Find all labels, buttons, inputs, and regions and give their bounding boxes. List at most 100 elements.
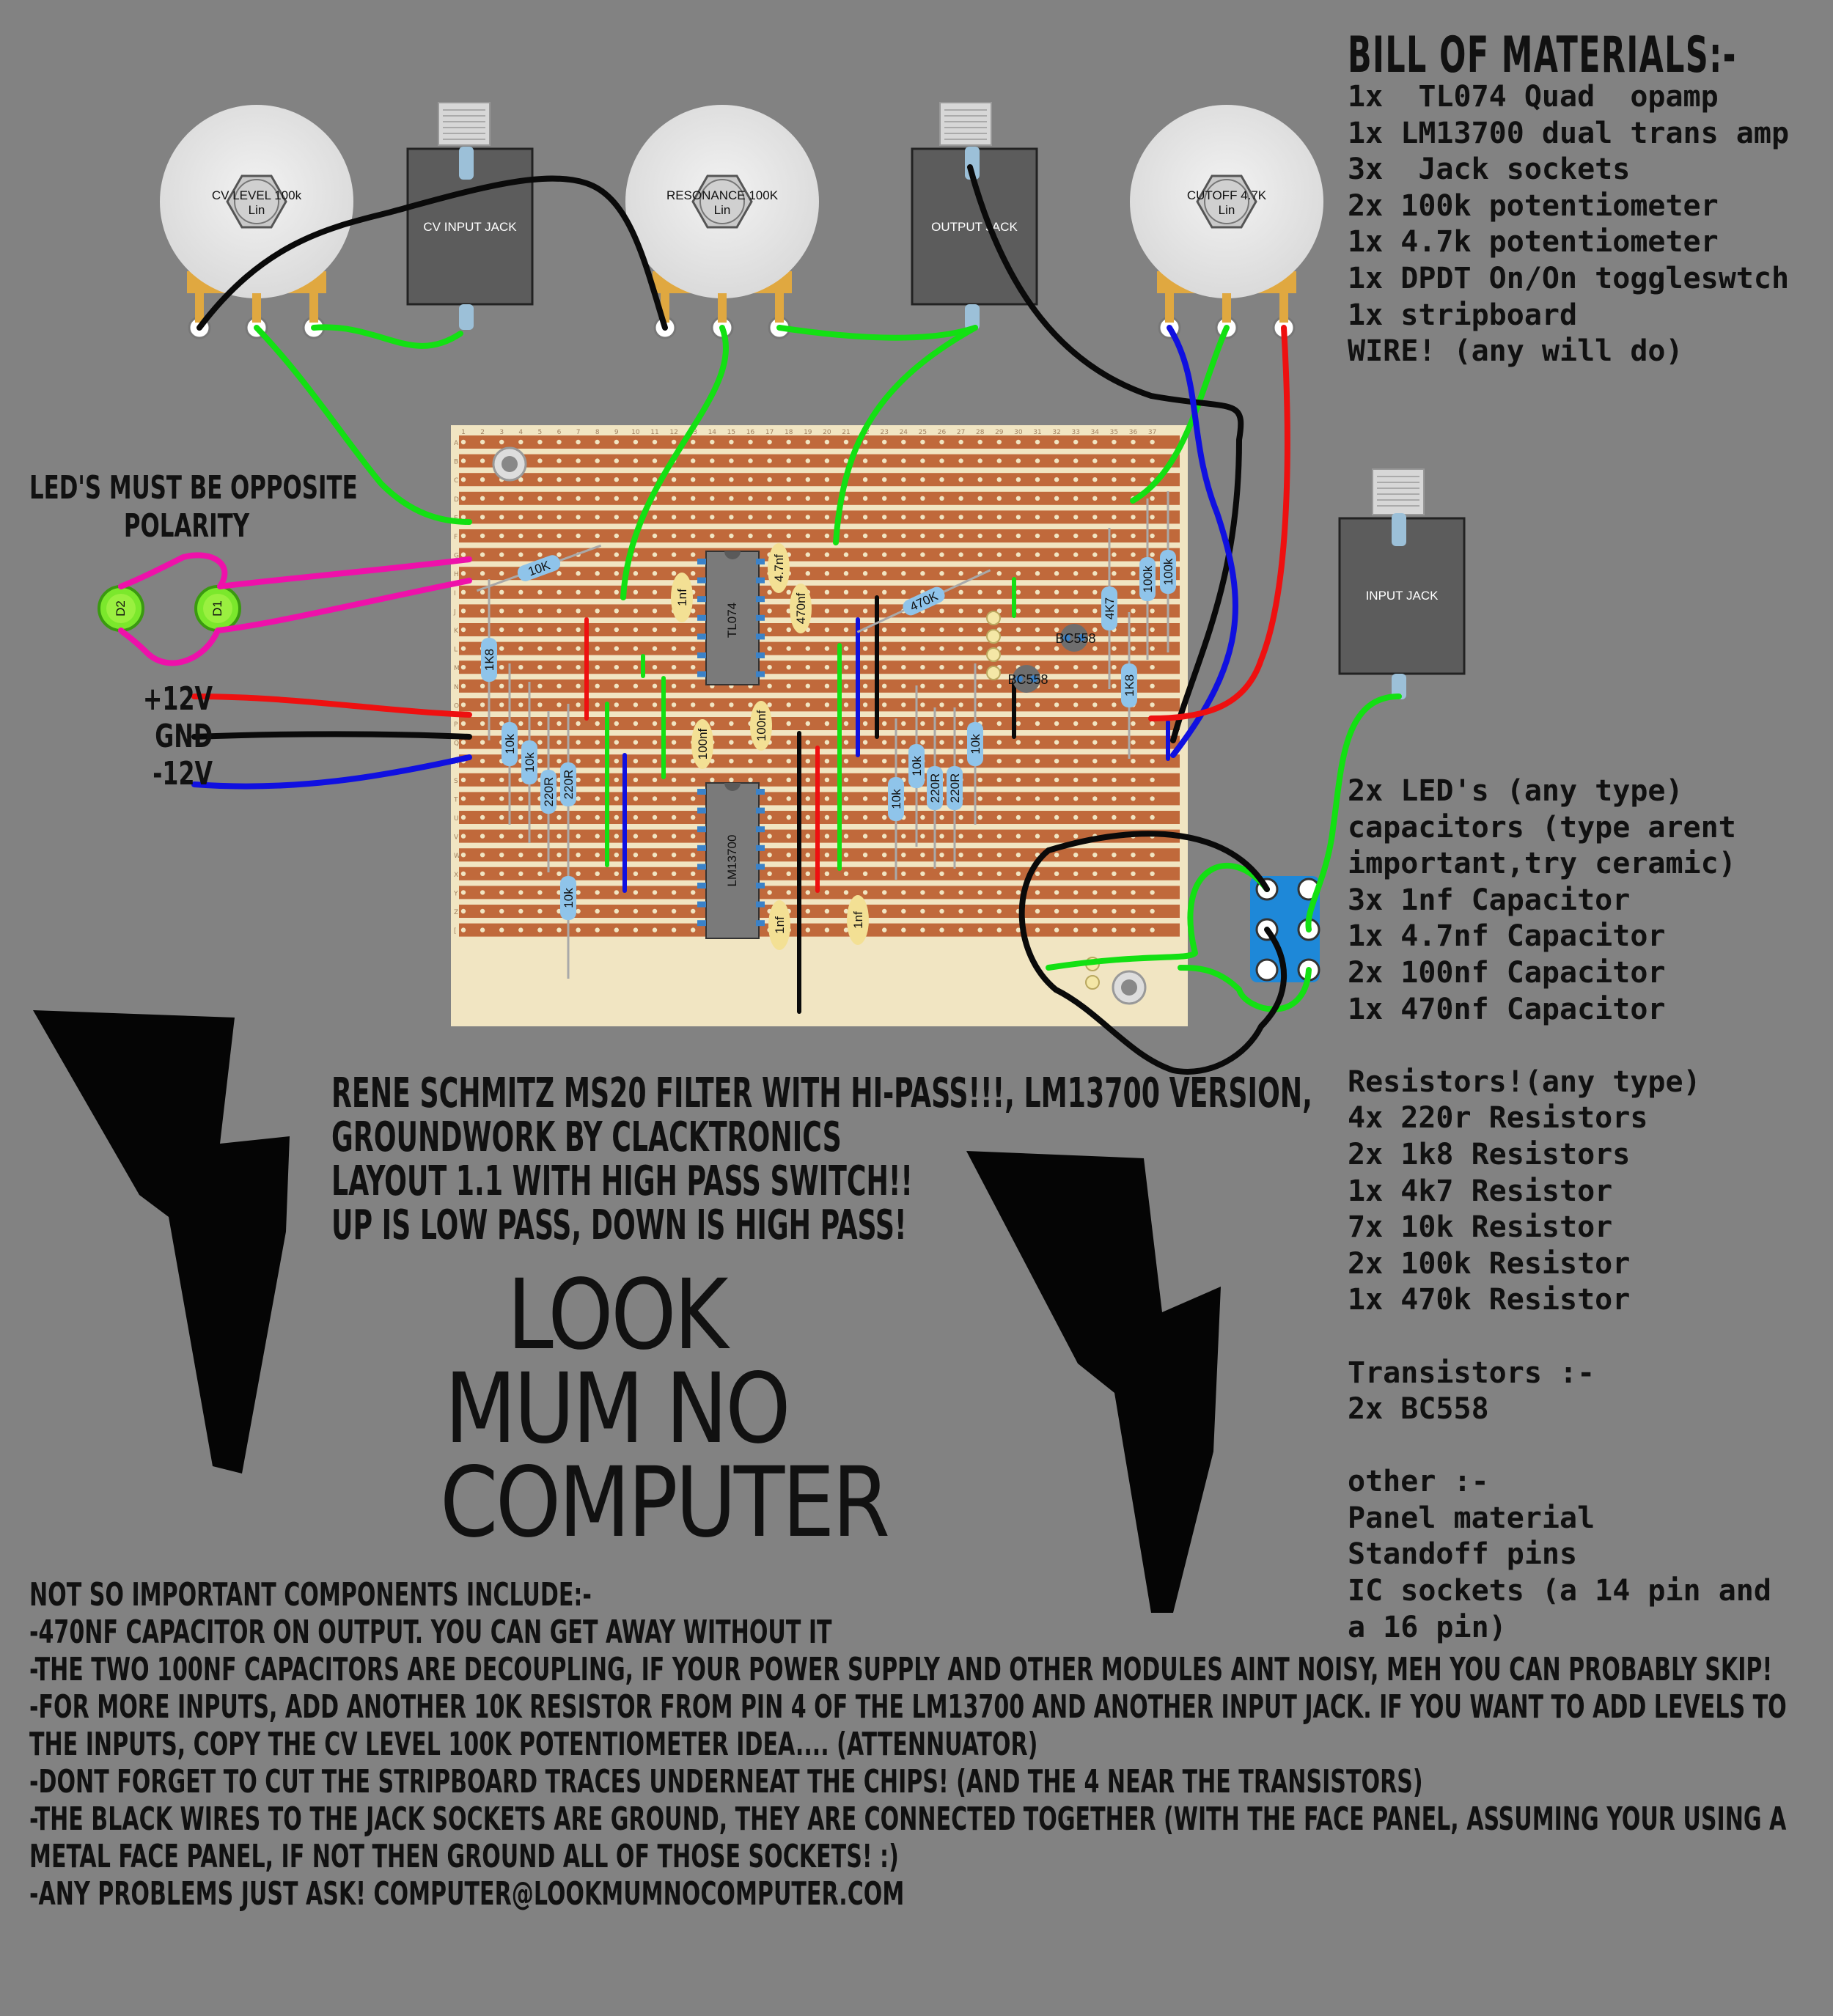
board-hole bbox=[786, 683, 791, 688]
board-hole bbox=[518, 927, 524, 932]
board-hole bbox=[595, 533, 600, 539]
board-hole bbox=[460, 552, 466, 557]
row-label: W bbox=[454, 853, 460, 860]
pot-cutoff[interactable]: CUTOFF 4.7K Lin bbox=[1130, 105, 1323, 339]
board-hole bbox=[652, 665, 658, 670]
copper-strip bbox=[459, 454, 1180, 468]
board-hole bbox=[805, 496, 811, 501]
board-hole bbox=[1054, 890, 1059, 895]
jack-output[interactable]: OUTPUT JACK bbox=[911, 102, 1038, 330]
board-hole bbox=[920, 927, 925, 932]
board-hole bbox=[882, 683, 887, 688]
copper-strip bbox=[459, 735, 1180, 749]
board-hole bbox=[958, 759, 963, 764]
board-hole bbox=[843, 458, 849, 463]
board-hole bbox=[843, 908, 849, 914]
board-hole bbox=[843, 646, 849, 651]
board-hole bbox=[633, 627, 639, 633]
pot-resonance[interactable]: RESONANCE 100K Lin bbox=[625, 105, 819, 339]
board-hole bbox=[786, 777, 791, 783]
board-hole bbox=[805, 890, 811, 895]
board-hole bbox=[556, 477, 562, 482]
board-hole bbox=[1131, 458, 1136, 463]
board-hole bbox=[977, 477, 982, 482]
copper-strip bbox=[459, 567, 1180, 581]
board-hole bbox=[460, 927, 466, 932]
board-hole bbox=[614, 796, 619, 801]
capacitor-label: 1nf bbox=[773, 916, 787, 934]
board-hole bbox=[805, 683, 811, 688]
board-hole bbox=[767, 627, 772, 633]
board-hole bbox=[595, 777, 600, 783]
board-hole bbox=[1015, 890, 1021, 895]
board-hole bbox=[499, 871, 504, 877]
board-hole bbox=[1015, 477, 1021, 482]
board-hole bbox=[786, 665, 791, 670]
board-hole bbox=[614, 814, 619, 820]
board-hole bbox=[671, 665, 677, 670]
capacitor: 470nf bbox=[790, 584, 812, 633]
board-hole bbox=[1073, 571, 1079, 576]
row-label: P bbox=[454, 721, 458, 729]
board-hole bbox=[862, 608, 868, 614]
board-hole bbox=[652, 458, 658, 463]
board-hole bbox=[576, 927, 581, 932]
board-hole bbox=[920, 458, 925, 463]
ic-pin bbox=[756, 845, 765, 851]
resistor-label: 10k bbox=[910, 756, 924, 776]
board-hole bbox=[996, 796, 1002, 801]
board-hole bbox=[633, 871, 639, 877]
jack-input[interactable]: INPUT JACK bbox=[1338, 468, 1466, 699]
resistor: 10k bbox=[521, 682, 537, 843]
board-hole bbox=[518, 683, 524, 688]
board-hole bbox=[901, 927, 906, 932]
board-hole bbox=[460, 740, 466, 745]
board-hole bbox=[691, 646, 696, 651]
board-hole bbox=[977, 777, 982, 783]
board-hole bbox=[767, 683, 772, 688]
board-hole bbox=[920, 721, 925, 726]
board-hole bbox=[691, 477, 696, 482]
ic-pin bbox=[756, 652, 765, 658]
board-hole bbox=[1112, 890, 1117, 895]
bom-list-2: 2x LED's (any type)capacitors (type aren… bbox=[1348, 773, 1771, 1646]
board-hole bbox=[499, 533, 504, 539]
logo-line: MUM NO bbox=[444, 1353, 790, 1465]
board-hole bbox=[652, 608, 658, 614]
board-hole bbox=[499, 721, 504, 726]
board-hole bbox=[1092, 552, 1098, 557]
board-hole bbox=[939, 439, 944, 445]
board-hole bbox=[1035, 759, 1040, 764]
pot-cv-level[interactable]: CV LEVEL 100k Lin bbox=[160, 105, 353, 339]
board-hole bbox=[996, 927, 1002, 932]
board-hole bbox=[595, 646, 600, 651]
copper-strip bbox=[459, 529, 1180, 542]
board-hole bbox=[882, 477, 887, 482]
board-hole bbox=[920, 439, 925, 445]
logo-line: COMPUTER bbox=[440, 1446, 890, 1559]
board-hole bbox=[518, 702, 524, 707]
board-hole bbox=[996, 683, 1002, 688]
board-hole bbox=[537, 890, 543, 895]
board-hole bbox=[671, 927, 677, 932]
jack-cv-input[interactable]: CV INPUT JACK bbox=[406, 102, 534, 330]
board-hole bbox=[460, 458, 466, 463]
board-hole bbox=[824, 908, 830, 914]
board-hole bbox=[1015, 627, 1021, 633]
board-hole bbox=[537, 665, 543, 670]
board-hole bbox=[460, 683, 466, 688]
title-line: RENE SCHMITZ MS20 FILTER WITH HI-PASS!!!… bbox=[331, 1070, 1312, 1117]
board-hole bbox=[1035, 702, 1040, 707]
board-hole bbox=[1131, 571, 1136, 576]
board-hole bbox=[901, 702, 906, 707]
board-hole bbox=[691, 683, 696, 688]
notes: NOT SO IMPORTANT COMPONENTS INCLUDE:--47… bbox=[29, 1576, 1787, 1913]
copper-strip bbox=[459, 661, 1180, 674]
board-hole bbox=[939, 702, 944, 707]
bom-line: Panel material bbox=[1348, 1501, 1595, 1535]
board-hole bbox=[1150, 533, 1155, 539]
board-hole bbox=[1073, 533, 1079, 539]
board-hole bbox=[1073, 515, 1079, 520]
board-hole bbox=[805, 477, 811, 482]
